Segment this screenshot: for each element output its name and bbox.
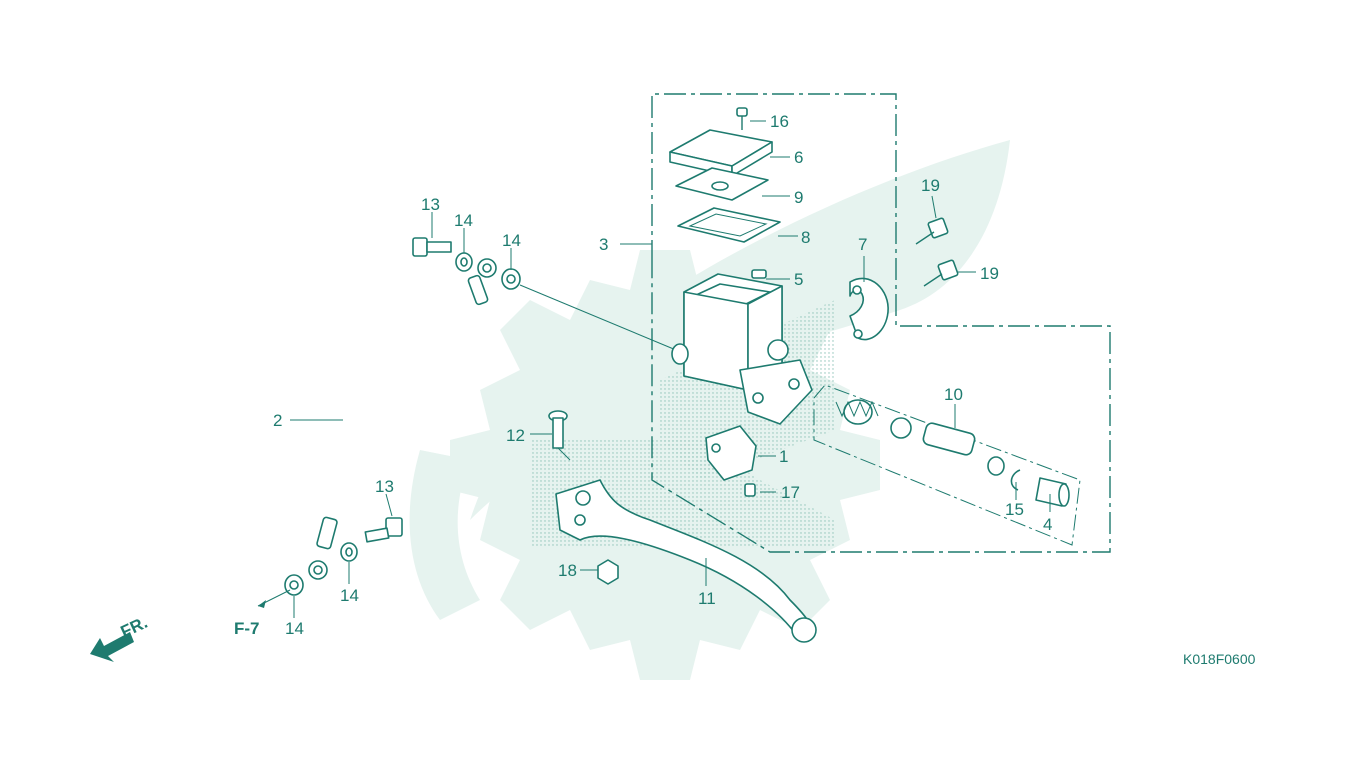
pivot-nut <box>597 559 619 585</box>
master-cylinder <box>671 273 813 425</box>
callout-14a: 14 <box>454 211 473 230</box>
diagram-code: K018F0600 <box>1183 651 1256 667</box>
callout-19a: 19 <box>921 176 940 195</box>
callout-13b: 13 <box>375 477 394 496</box>
callout-9: 9 <box>794 188 803 207</box>
callout-17: 17 <box>781 483 800 502</box>
callout-2: 2 <box>273 411 282 430</box>
callout-6: 6 <box>794 148 803 167</box>
brake-lever <box>555 479 817 643</box>
callout-15: 15 <box>1005 500 1024 519</box>
pivot-bolt <box>548 410 571 461</box>
stop-switch <box>705 425 757 497</box>
callout-14b: 14 <box>502 231 521 250</box>
callout-5: 5 <box>794 270 803 289</box>
holder-bolts <box>915 217 959 287</box>
holder-clamp <box>849 277 889 341</box>
callout-7: 7 <box>858 235 867 254</box>
callout-1: 1 <box>779 447 788 466</box>
callout-12: 12 <box>506 426 525 445</box>
callout-10: 10 <box>944 385 963 404</box>
leader-lines <box>257 120 1051 618</box>
callout-4: 4 <box>1043 515 1052 534</box>
reservoir-cap-stack <box>669 107 781 279</box>
hose-bolts-washers <box>284 237 677 596</box>
callout-3: 3 <box>599 235 608 254</box>
callout-labels: 1 2 3 4 5 6 7 8 9 10 11 12 13 13 14 14 1… <box>273 112 1052 638</box>
callout-8: 8 <box>801 228 810 247</box>
callout-19b: 19 <box>980 264 999 283</box>
callout-18: 18 <box>558 561 577 580</box>
group-outline <box>651 93 1111 553</box>
callout-11: 11 <box>698 589 716 608</box>
callout-16: 16 <box>770 112 789 131</box>
callout-14d: 14 <box>285 619 304 638</box>
reference-label: F-7 <box>234 619 260 638</box>
front-direction-arrow: FR. <box>90 613 151 662</box>
callout-13a: 13 <box>421 195 440 214</box>
brake-hose <box>308 258 497 580</box>
callout-14c: 14 <box>340 586 359 605</box>
